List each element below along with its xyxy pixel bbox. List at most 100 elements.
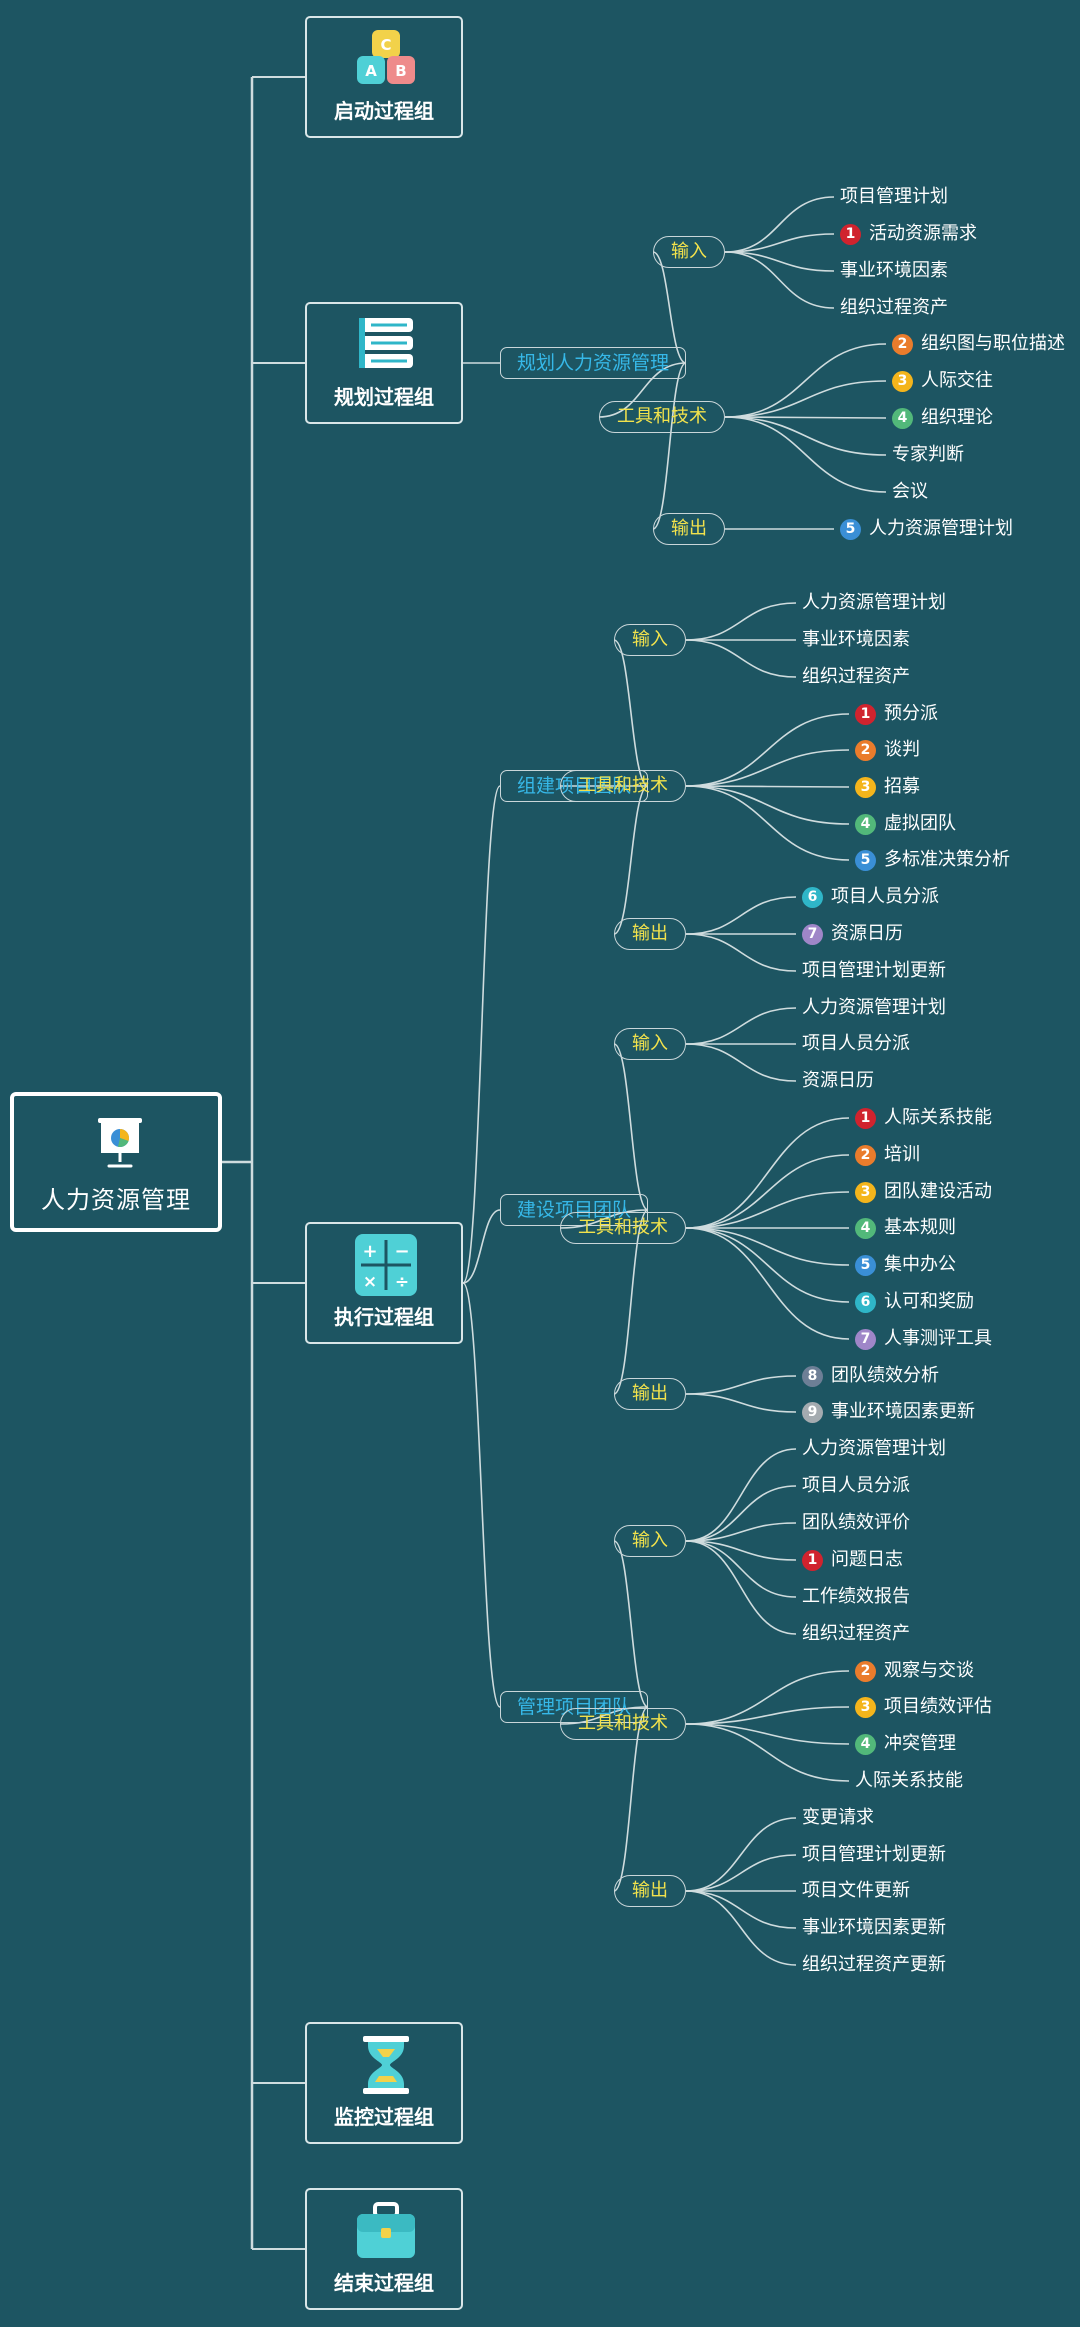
connector (462, 785, 501, 1284)
number-badge: 1 (840, 224, 861, 245)
number-badge: 2 (855, 740, 876, 761)
process-node[interactable]: 规划人力资源管理 (500, 347, 687, 379)
leaf-text: 招募 (884, 776, 920, 797)
svg-text:C: C (380, 36, 391, 54)
category-node[interactable]: 输出 (653, 513, 725, 545)
leaf-item[interactable]: 组织过程资产 (802, 1620, 910, 1648)
leaf-text: 观察与交谈 (884, 1660, 974, 1681)
leaf-text: 谈判 (884, 739, 920, 760)
leaf-item[interactable]: 事业环境因素更新 (802, 1914, 946, 1942)
category-node[interactable]: 输出 (614, 918, 686, 950)
group-closing[interactable]: 结束过程组 (305, 2188, 463, 2310)
leaf-item[interactable]: 项目文件更新 (802, 1877, 910, 1905)
leaf-text: 项目管理计划 (840, 186, 948, 207)
group-initiating[interactable]: C A B 启动过程组 (305, 16, 463, 138)
category-node[interactable]: 输出 (614, 1378, 686, 1410)
connector (685, 1817, 797, 1892)
leaf-text: 项目人员分派 (802, 1033, 910, 1054)
leaf-item[interactable]: 2 谈判 (855, 736, 920, 764)
category-node[interactable]: 输入 (614, 1028, 686, 1060)
leaf-item[interactable]: 会议 (892, 478, 928, 506)
leaf-item[interactable]: 团队绩效评价 (802, 1509, 910, 1537)
category-node[interactable]: 工具和技术 (560, 770, 686, 802)
leaf-item[interactable]: 专家判断 (892, 441, 964, 469)
connector (685, 1854, 797, 1892)
leaf-item[interactable]: 事业环境因素 (802, 626, 910, 654)
leaf-item[interactable]: 人际关系技能 (855, 1767, 963, 1795)
category-node[interactable]: 工具和技术 (599, 401, 725, 433)
leaf-item[interactable]: 资源日历 (802, 1067, 874, 1095)
category-node[interactable]: 输出 (614, 1875, 686, 1907)
connector (724, 416, 887, 493)
leaf-item[interactable]: 人力资源管理计划 (802, 1435, 946, 1463)
leaf-item[interactable]: 项目人员分派 (802, 1472, 910, 1500)
leaf-text: 问题日志 (831, 1549, 903, 1570)
connector (685, 1540, 797, 1598)
leaf-item[interactable]: 组织过程资产 (802, 663, 910, 691)
root-node[interactable]: 人力资源管理 (10, 1092, 222, 1232)
leaf-item[interactable]: 人力资源管理计划 (802, 994, 946, 1022)
leaf-item[interactable]: 工作绩效报告 (802, 1583, 910, 1611)
leaf-item[interactable]: 项目管理计划更新 (802, 957, 946, 985)
leaf-text: 项目人员分派 (802, 1475, 910, 1496)
number-badge: 6 (802, 887, 823, 908)
leaf-item[interactable]: 项目管理计划 (840, 183, 948, 211)
leaf-text: 基本规则 (884, 1217, 956, 1238)
number-badge: 4 (855, 814, 876, 835)
connector (724, 251, 835, 309)
category-node[interactable]: 工具和技术 (560, 1708, 686, 1740)
connector (462, 1209, 501, 1284)
connector (685, 896, 797, 935)
leaf-text: 资源日历 (802, 1070, 874, 1091)
svg-text:×: × (363, 1272, 377, 1292)
category-node[interactable]: 工具和技术 (560, 1212, 686, 1244)
category-node[interactable]: 输入 (614, 1525, 686, 1557)
group-title: 启动过程组 (334, 99, 434, 123)
number-badge: 9 (802, 1402, 823, 1423)
leaf-item[interactable]: 组织过程资产 (840, 294, 948, 322)
connector (685, 1154, 850, 1229)
connector (685, 639, 797, 678)
leaf-item[interactable]: 项目管理计划更新 (802, 1841, 946, 1869)
leaf-item[interactable]: 组织过程资产更新 (802, 1951, 946, 1979)
category-node[interactable]: 输入 (653, 236, 725, 268)
leaf-item[interactable]: 项目人员分派 (802, 1030, 910, 1058)
group-executing[interactable]: + − × ÷ 执行过程组 (305, 1222, 463, 1344)
leaf-item[interactable]: 变更请求 (802, 1804, 874, 1832)
leaf-text: 培训 (884, 1144, 920, 1165)
leaf-text: 团队建设活动 (884, 1181, 992, 1202)
category-node[interactable]: 输入 (614, 624, 686, 656)
connector (724, 196, 835, 253)
leaf-text: 项目绩效评估 (884, 1696, 992, 1717)
group-monitoring[interactable]: 监控过程组 (305, 2022, 463, 2144)
connector (724, 416, 887, 419)
leaf-item[interactable]: 事业环境因素 (840, 257, 948, 285)
root-title: 人力资源管理 (41, 1186, 191, 1214)
leaf-item[interactable]: 人力资源管理计划 (802, 589, 946, 617)
group-planning[interactable]: 规划过程组 (305, 302, 463, 424)
